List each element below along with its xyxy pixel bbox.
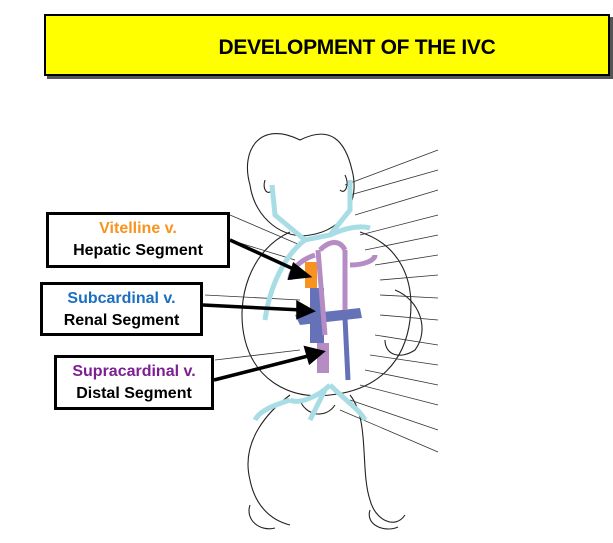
segment-name: Hepatic Segment	[73, 242, 203, 259]
vein-name: Subcardinal v.	[67, 290, 176, 307]
arrows	[202, 238, 326, 382]
distal-segment	[317, 343, 329, 373]
vein-name: Vitelline v.	[99, 220, 177, 237]
page-title: DEVELOPMENT OF THE IVC	[218, 36, 496, 59]
cardinal-veins	[287, 240, 378, 336]
title-banner: DEVELOPMENT OF THE IVC	[44, 14, 610, 76]
subcardinal-branch	[342, 317, 351, 381]
arrow-renal	[202, 303, 303, 312]
arrow-distal	[213, 353, 313, 382]
label-renal: Subcardinal v. Renal Segment	[40, 282, 203, 336]
vein-name: Supracardinal v.	[72, 363, 196, 380]
segment-name: Distal Segment	[76, 385, 192, 402]
label-distal: Supracardinal v. Distal Segment	[54, 355, 214, 410]
label-hepatic: Vitelline v. Hepatic Segment	[46, 212, 230, 268]
hepatic-segment	[305, 262, 317, 288]
arrow-head	[296, 299, 316, 320]
arrow-head	[303, 345, 326, 366]
arrow-head	[287, 262, 313, 281]
arrow-hepatic	[229, 238, 301, 274]
ivc-segments	[287, 240, 378, 381]
segment-name: Renal Segment	[63, 312, 180, 329]
leader-lines	[204, 149, 439, 453]
fetus-outline	[241, 133, 423, 530]
renal-vein	[295, 308, 362, 325]
